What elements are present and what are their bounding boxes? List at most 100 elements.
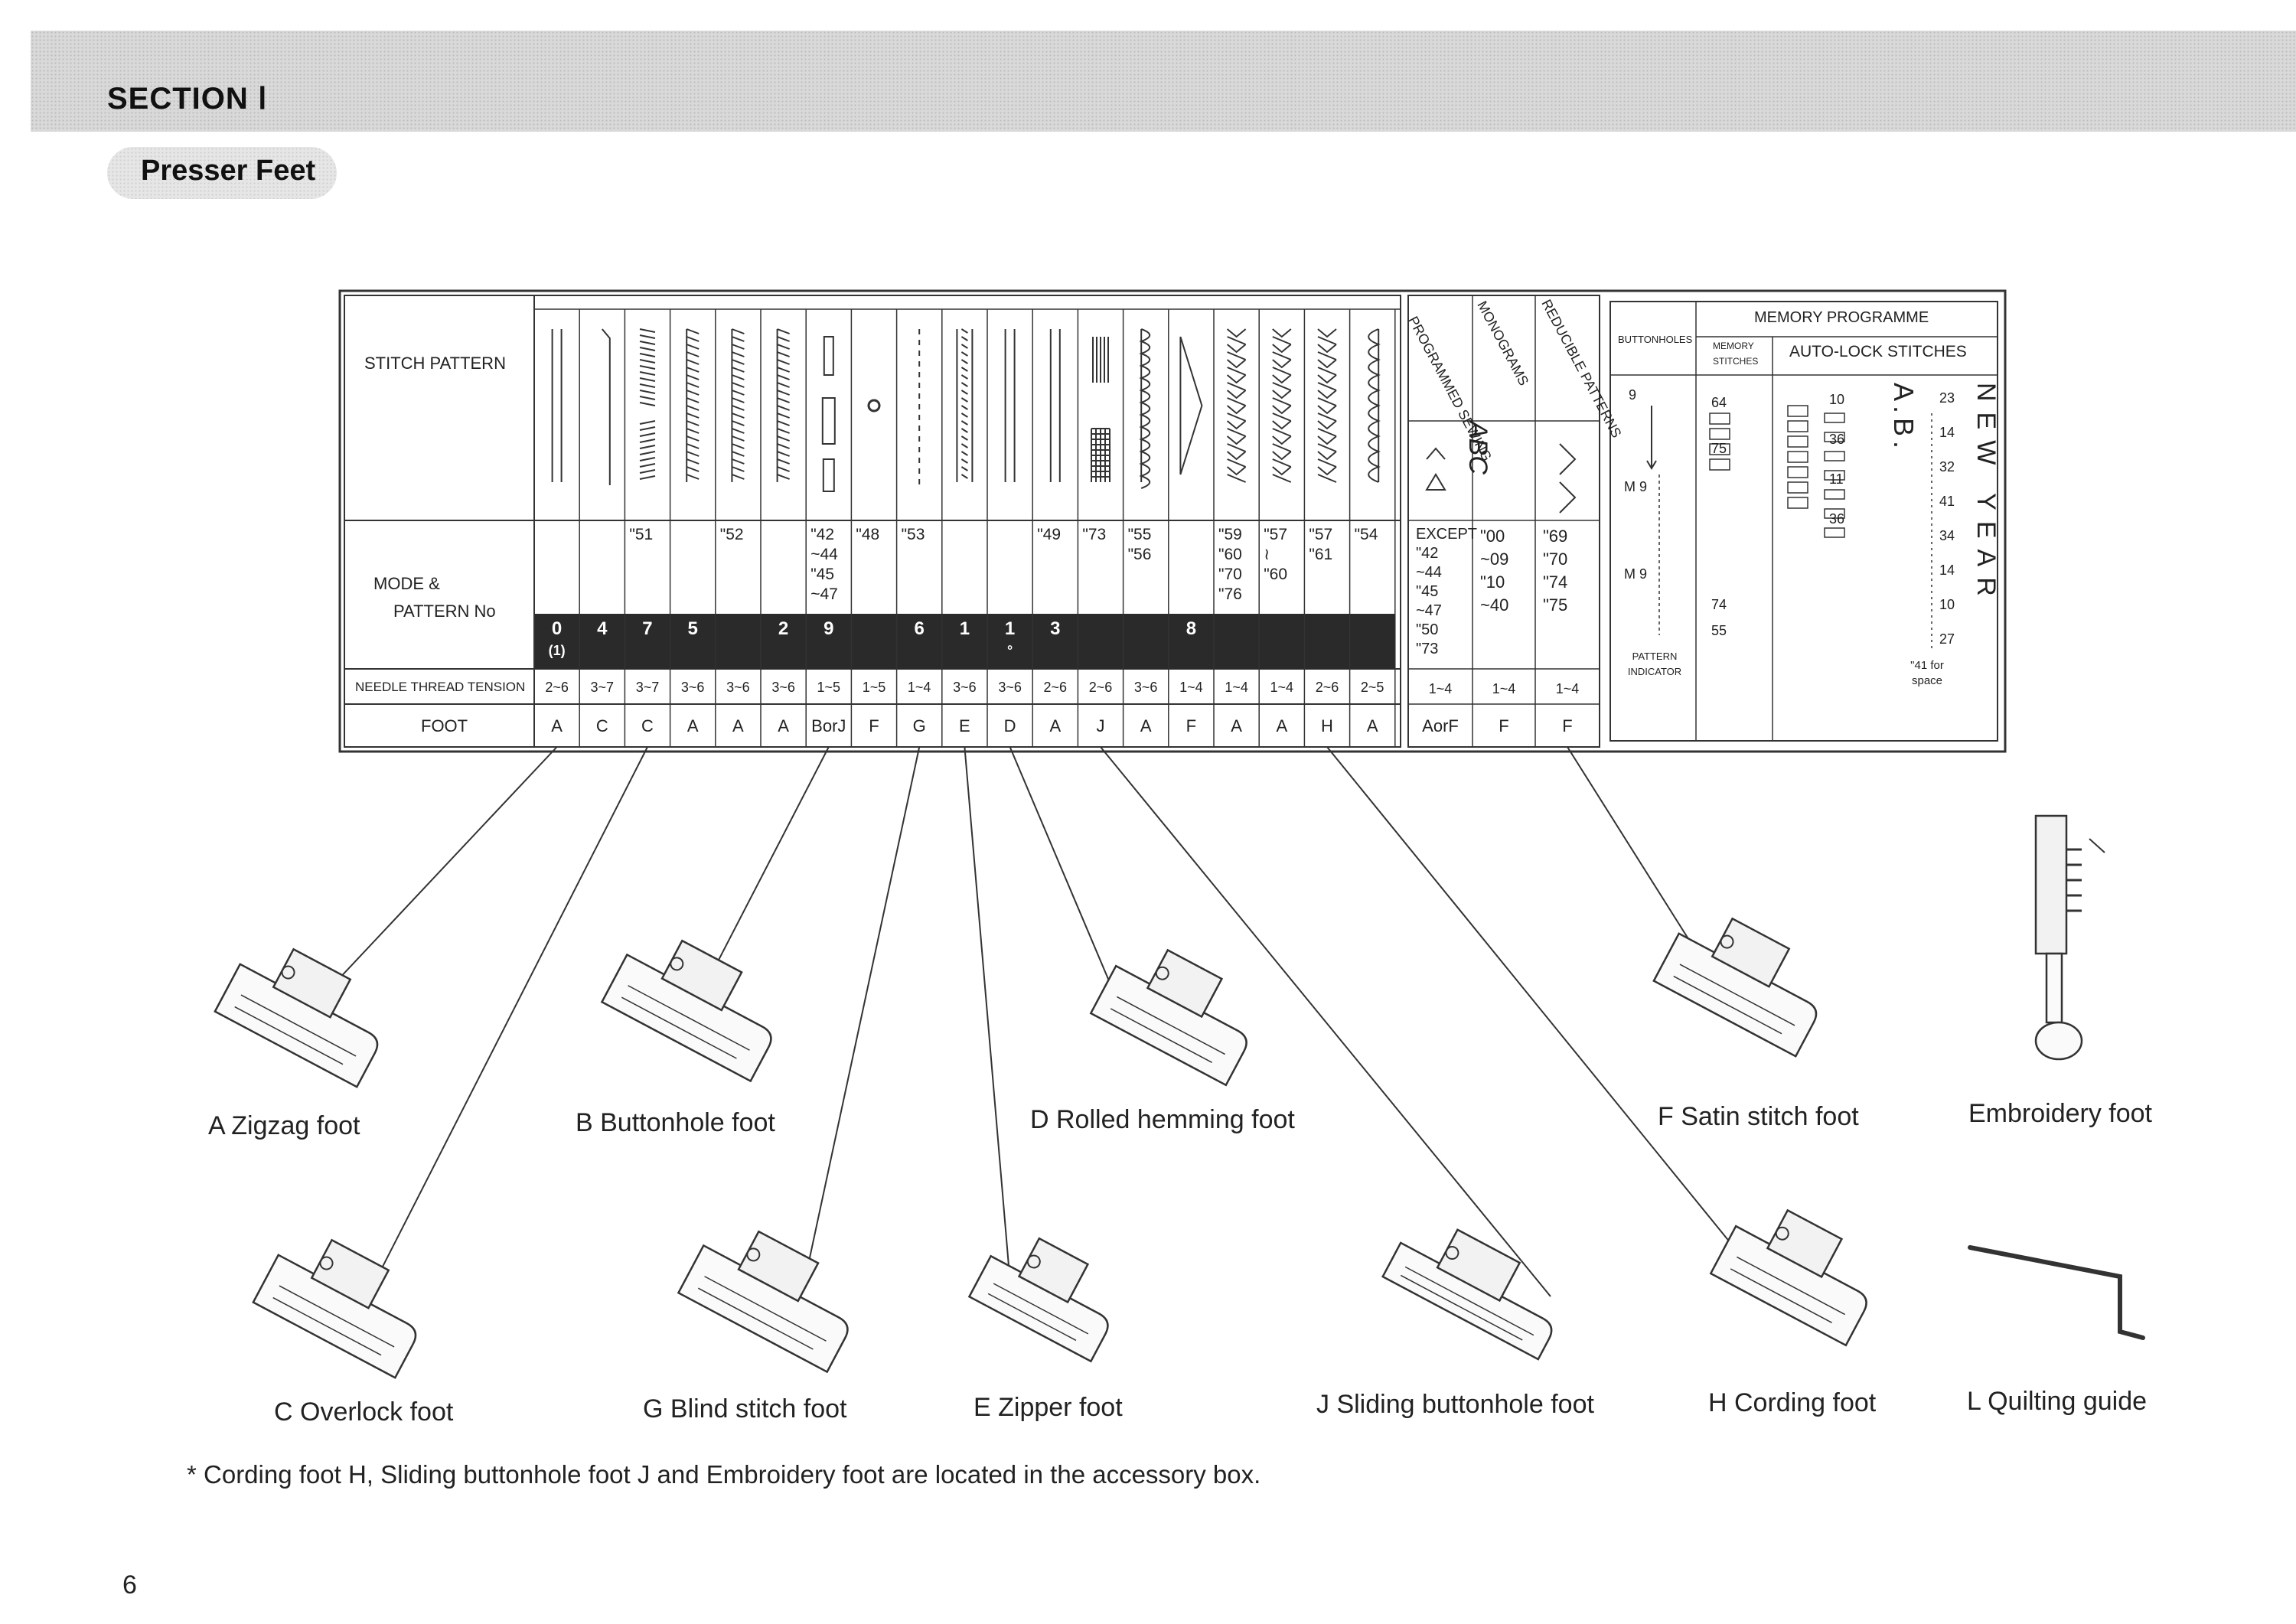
special-mode-numbers: EXCEPT "42 ~44 "45 ~47 "50 "73	[1416, 526, 1478, 657]
pattern-key-subscript: (1)	[548, 643, 566, 658]
leader-line	[311, 746, 558, 1008]
foot-letter: F	[869, 716, 879, 735]
tension-value: 3~6	[771, 680, 795, 695]
memory-stitch-number: 64	[1711, 395, 1727, 410]
new-year-number: 10	[1939, 597, 1955, 612]
tension-value: 1~4	[1270, 680, 1294, 695]
stitch-glyph	[1317, 328, 1337, 483]
stitch-glyph	[1139, 328, 1151, 489]
special-foot-letter: F	[1499, 716, 1509, 735]
new-year-number: 27	[1939, 631, 1955, 647]
foot-pin	[281, 965, 295, 980]
page-number: 6	[122, 1570, 137, 1600]
reducible-glyph	[1559, 443, 1577, 514]
foot-groove	[234, 994, 357, 1065]
title-badge	[107, 147, 337, 199]
tension-value: 3~6	[680, 680, 705, 695]
leader-line	[691, 746, 830, 1013]
label-zipper-foot: E Zipper foot	[974, 1393, 1123, 1422]
chart-grid	[338, 289, 2007, 753]
eyelet-stitch-glyph	[867, 399, 881, 413]
stitch-glyph	[551, 329, 563, 482]
monogram-abc: ABC	[1463, 421, 1492, 474]
foot-letter: C	[641, 716, 654, 735]
stitch-glyphs	[551, 328, 1381, 492]
pattern-key-digit: 6	[914, 618, 925, 639]
pattern-key-digit: 9	[823, 618, 834, 639]
special-tension-value: 1~4	[1555, 681, 1580, 696]
foot-pin	[1445, 1246, 1459, 1260]
memory-stitches-label: MEMORY STITCHES	[1713, 341, 1759, 367]
mode-pattern-number: "57 "61	[1309, 526, 1333, 563]
leader-line	[801, 746, 921, 1294]
row-label-stitch-pattern: STITCH PATTERN	[364, 354, 506, 373]
tension-value: 1~4	[907, 680, 931, 695]
buttonhole-code: M 9	[1624, 566, 1648, 582]
special-foot-letter: AorF	[1422, 716, 1459, 735]
foot-pin	[1775, 1226, 1789, 1241]
new-year-text: NEW YEAR	[1971, 383, 2001, 607]
mode-pattern-number: "52	[719, 526, 744, 543]
label-buttonhole-foot: B Buttonhole foot	[576, 1108, 775, 1137]
label-overlock-foot: C Overlock foot	[274, 1397, 454, 1427]
stitch-chart: STITCH PATTERN MODE & PATTERN No NEEDLE …	[338, 289, 2007, 753]
stitch-glyph	[602, 328, 611, 485]
memory-box	[1709, 443, 1730, 455]
pattern-key-digit: 3	[1050, 618, 1061, 639]
label-sliding-buttonhole-foot: J Sliding buttonhole foot	[1316, 1390, 1594, 1419]
mode-pattern-number: "55 "56	[1127, 526, 1152, 563]
foot-shank	[1436, 1228, 1521, 1303]
leader-line	[1009, 746, 1132, 1034]
foot-letter: A	[1049, 716, 1062, 735]
memory-box	[1787, 466, 1808, 478]
foot-letter: E	[959, 716, 970, 735]
buttonhole-code: 9	[1629, 387, 1637, 403]
tension-value: 3~6	[1133, 680, 1158, 695]
foot-pin	[746, 1247, 761, 1262]
leader-line	[1326, 746, 1741, 1256]
satin-stitch-foot-drawing	[1652, 917, 1818, 1058]
tension-value: 2~6	[1315, 680, 1339, 695]
memory-stitch-number: 75	[1711, 441, 1727, 456]
foot-letter: F	[1186, 716, 1197, 735]
embroidery-foot-stem	[2045, 952, 2063, 1024]
foot-pin	[319, 1256, 334, 1270]
mode-pattern-number: "59 "60 "70 "76	[1218, 526, 1242, 603]
embroidery-foot-body	[2034, 814, 2068, 955]
stitch-glyph	[1179, 336, 1203, 475]
pattern-key-subscript: °	[1006, 643, 1013, 658]
pattern-key-digit: 2	[778, 618, 789, 639]
stitch-glyph	[1226, 328, 1247, 483]
foot-shank	[1017, 1237, 1090, 1304]
programmed-glyph	[1425, 447, 1446, 491]
section-header-band	[31, 31, 2296, 132]
foot-letter: A	[1140, 716, 1152, 735]
autolock-letters: A.B.	[1888, 383, 1919, 454]
memory-box	[1824, 451, 1845, 461]
memory-programme-label: MEMORY PROGRAMME	[1754, 309, 1929, 326]
foot-letter: A	[687, 716, 699, 735]
memory-box	[1824, 527, 1845, 538]
foot-sole	[1652, 932, 1818, 1058]
memory-stitch-number: 55	[1711, 623, 1727, 638]
leader-line	[1567, 746, 1709, 971]
foot-letter: A	[732, 716, 744, 735]
pattern-key-digit: 7	[642, 618, 653, 639]
foot-shank	[272, 947, 352, 1019]
auto-lock-label: AUTO-LOCK STITCHES	[1789, 343, 1967, 360]
foot-pin	[1720, 934, 1734, 949]
stitch-glyph	[1049, 329, 1061, 482]
memory-box	[1824, 489, 1845, 500]
label-rolled-hemming-foot: D Rolled hemming foot	[1030, 1105, 1295, 1134]
tension-value: 2~5	[1360, 680, 1384, 695]
foot-groove	[1730, 1256, 1845, 1323]
memory-box	[1824, 413, 1845, 423]
foot-letter: A	[1276, 716, 1288, 735]
foot-letter: A	[778, 716, 789, 735]
foot-groove	[1673, 964, 1795, 1035]
foot-letter: H	[1321, 716, 1333, 735]
buttonhole-code: M 9	[1624, 479, 1648, 494]
tension-value: 2~6	[545, 680, 569, 695]
memory-box	[1787, 420, 1808, 432]
